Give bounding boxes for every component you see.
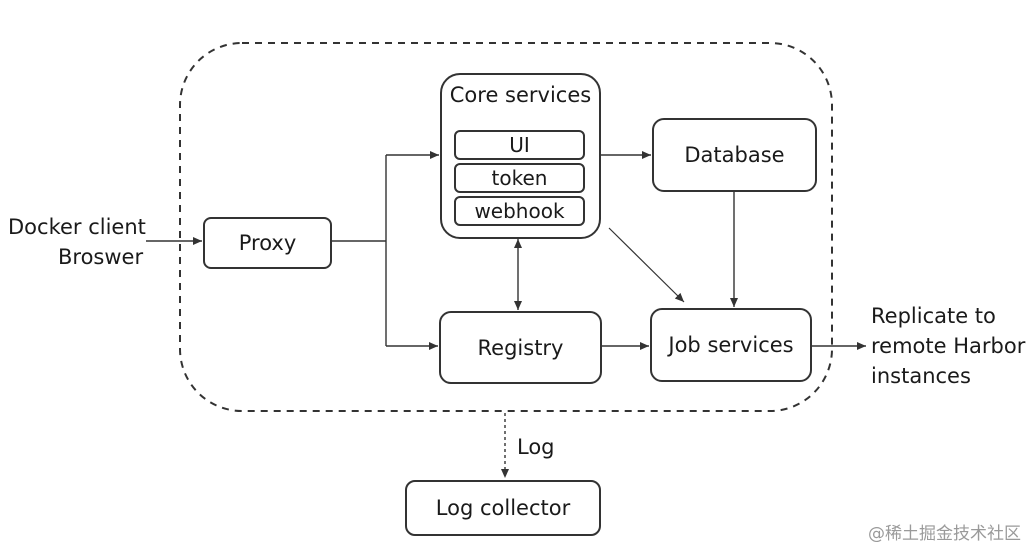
watermark-text: @稀土掘金技术社区 <box>868 524 1021 544</box>
database-label: Database <box>684 143 785 167</box>
docker-client-label: Docker client <box>8 215 146 239</box>
core-item-webhook: webhook <box>454 196 585 226</box>
replicate-label-line3: instances <box>871 364 971 388</box>
job-services-node: Job services <box>650 308 812 382</box>
proxy-label: Proxy <box>238 231 297 255</box>
core-to-job-arrow <box>608 227 685 303</box>
core-item-token: token <box>454 163 585 193</box>
browser-label: Broswer <box>58 245 144 269</box>
proxy-node: Proxy <box>203 217 332 269</box>
core-services-title: Core services <box>449 83 592 107</box>
database-node: Database <box>652 118 817 192</box>
replicate-label-line1: Replicate to <box>871 304 996 328</box>
registry-node: Registry <box>439 311 602 384</box>
core-services-node: Core services UI token webhook <box>440 73 601 239</box>
log-collector-node: Log collector <box>405 480 601 536</box>
harbor-boundary <box>179 42 833 412</box>
log-collector-label: Log collector <box>435 496 571 520</box>
replicate-label-line2: remote Harbor <box>871 334 1026 358</box>
registry-label: Registry <box>477 335 564 360</box>
job-services-label: Job services <box>668 333 794 357</box>
log-label: Log <box>517 435 555 459</box>
core-item-ui: UI <box>454 130 585 160</box>
